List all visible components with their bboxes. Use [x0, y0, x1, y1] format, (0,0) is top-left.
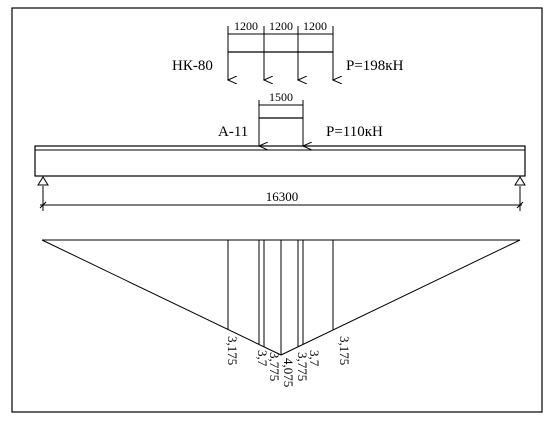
- nk80-spacing-3: 1200: [303, 19, 327, 33]
- drawing-frame: [11, 7, 543, 413]
- nk80-force-label: P=198кН: [346, 58, 404, 74]
- ordinate-label: 3,175: [225, 336, 240, 365]
- influence-line: 3,175 3,7 3,775 4,075 3,775 3,7 3,175: [41, 239, 521, 387]
- ordinate-label-max: 4,075: [281, 358, 296, 387]
- nk80-spacing-2: 1200: [269, 19, 293, 33]
- ordinate-label: 3,775: [295, 352, 310, 381]
- right-support-icon: [514, 176, 526, 186]
- beam: 16300: [34, 145, 526, 211]
- a11-label: А-11: [218, 124, 248, 140]
- ordinate-label: 3,175: [337, 336, 352, 365]
- a11-load-group: 1500 А-11 P=110кН: [218, 90, 383, 146]
- left-support-icon: [37, 176, 49, 186]
- span-slash: [39, 201, 47, 209]
- beam-body: [34, 145, 526, 177]
- a11-spacing: 1500: [269, 90, 293, 104]
- ordinate-label: 3,7: [307, 350, 322, 367]
- influence-right-slope: [280, 239, 521, 356]
- nk80-spacing-1: 1200: [234, 19, 258, 33]
- ordinate-label: 3,775: [267, 352, 282, 381]
- span-slash: [516, 201, 524, 209]
- nk80-label: НК-80: [172, 58, 213, 74]
- nk80-load-group: 1200 1200 1200 НК-80 P=198кН: [172, 19, 404, 80]
- influence-left-slope: [41, 239, 282, 356]
- a11-force-label: P=110кН: [326, 124, 383, 140]
- span-label: 16300: [266, 189, 299, 204]
- ordinate-label: 3,7: [255, 350, 270, 367]
